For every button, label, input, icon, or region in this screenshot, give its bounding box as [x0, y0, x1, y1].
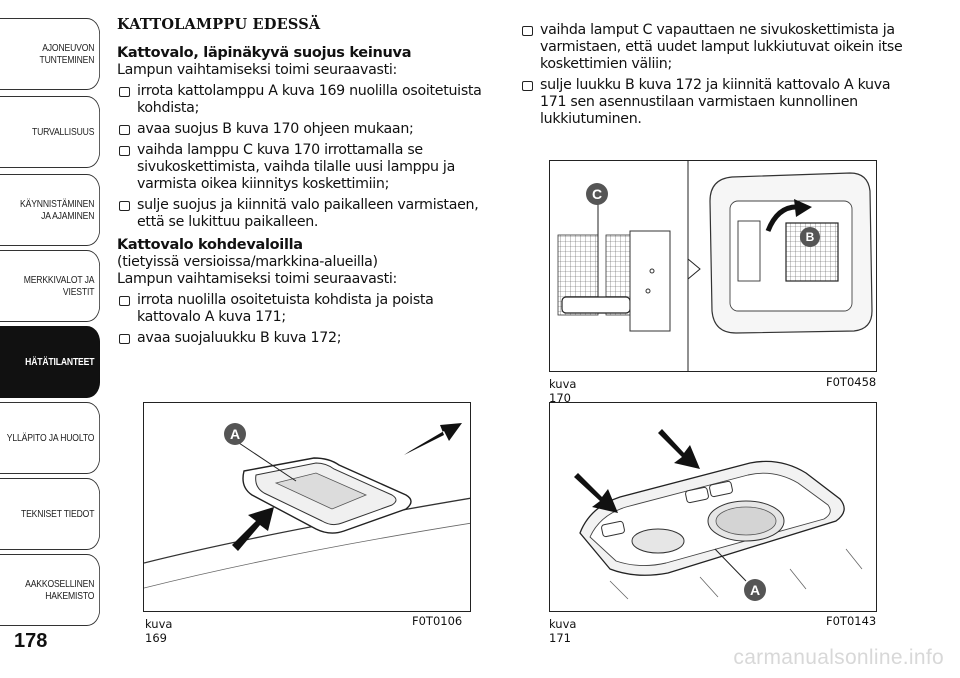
tab-label: AAKKOSELLINEN HAKEMISTO [25, 578, 95, 602]
ceiling-lamp-drawing [144, 423, 470, 589]
tab-label: MERKKIVALOT JA VIESTIT [23, 274, 95, 298]
figure-171-illustration: A [549, 402, 877, 612]
tab-yllapito[interactable]: YLLÄPITO JA HUOLTO [0, 402, 101, 474]
section2-subtitle: (tietyissä versioissa/markkina-alueilla) [117, 254, 378, 270]
list-item-text: avaa suojus B kuva 170 ohjeen mukaan; [137, 121, 414, 137]
callout-a: A [744, 579, 766, 601]
checkbox-bullet-icon [119, 87, 130, 97]
section1-intro: Lampun vaihtamiseksi toimi seuraavasti: [117, 62, 397, 78]
tab-merkkivalot[interactable]: MERKKIVALOT JA VIESTIT [0, 250, 101, 322]
list-item-text: irrota kattolamppu A kuva 169 nuolilla o… [137, 83, 482, 116]
list-item: sulje suojus ja kiinnitä valo paikalleen… [117, 197, 492, 231]
watermark: carmanualsonline.info [733, 646, 944, 669]
tab-label: YLLÄPITO JA HUOLTO [6, 432, 95, 444]
list-item-text: sulje luukku B kuva 172 ja kiinnitä katt… [540, 77, 891, 127]
chapter-tabs: AJONEUVON TUNTEMINEN TURVALLISUUS KÄYNNI… [0, 0, 101, 630]
callout-a: A [224, 423, 246, 445]
list-item-text: sulje suojus ja kiinnitä valo paikalleen… [137, 197, 479, 230]
tab-turvallisuus[interactable]: TURVALLISUUS [0, 96, 101, 168]
section1-title: Kattovalo, läpinäkyvä suojus keinuva [117, 45, 412, 61]
list-item-text: avaa suojaluukku B kuva 172; [137, 330, 342, 346]
spotlight-lamp-drawing [574, 429, 863, 600]
figure-code: F0T0143 [826, 614, 877, 628]
tab-label: AJONEUVON TUNTEMINEN [39, 42, 95, 66]
list-item-text: vaihda lamput C vapauttaen ne sivukosket… [540, 22, 903, 72]
lamp-cover-drawing [557, 161, 873, 371]
tab-hakemisto[interactable]: AAKKOSELLINEN HAKEMISTO [0, 554, 101, 626]
figure-170-illustration: C B [549, 160, 877, 372]
tab-kaynnistaminen[interactable]: KÄYNNISTÄMINEN JA AJAMINEN [0, 174, 101, 246]
left-text-column: KATTOLAMPPU EDESSÄ Kattovalo, läpinäkyvä… [117, 16, 492, 347]
tab-ajoneuvon-tunteminen[interactable]: AJONEUVON TUNTEMINEN [0, 18, 101, 90]
figure-code: F0T0106 [412, 614, 463, 628]
section2-intro: Lampun vaihtamiseksi toimi seuraavasti: [117, 271, 397, 287]
tab-hatatilanteet[interactable]: HÄTÄTILANTEET [0, 326, 101, 398]
checkbox-bullet-icon [522, 26, 533, 36]
list-item-text: irrota nuolilla osoitetuista kohdista ja… [137, 292, 434, 325]
list-item: irrota nuolilla osoitetuista kohdista ja… [117, 292, 492, 326]
callout-b: B [800, 227, 820, 247]
checkbox-bullet-icon [119, 201, 130, 211]
list-item: vaihda lamput C vapauttaen ne sivukosket… [520, 22, 920, 73]
list-item: sulje luukku B kuva 172 ja kiinnitä katt… [520, 77, 920, 128]
tab-label: TEKNISET TIEDOT [20, 508, 95, 520]
tab-label: HÄTÄTILANTEET [25, 356, 95, 368]
checkbox-bullet-icon [119, 334, 130, 344]
figure-caption: kuva 171 [549, 617, 577, 645]
callout-c: C [586, 183, 608, 205]
right-text-column: vaihda lamput C vapauttaen ne sivukosket… [520, 22, 920, 128]
list-item-text: vaihda lamppu C kuva 170 irrottamalla se… [137, 142, 455, 192]
checkbox-bullet-icon [522, 81, 533, 91]
tab-tekniset-tiedot[interactable]: TEKNISET TIEDOT [0, 478, 101, 550]
checkbox-bullet-icon [119, 125, 130, 135]
figure-caption: kuva 170 [549, 377, 577, 405]
tab-label: KÄYNNISTÄMINEN JA AJAMINEN [20, 198, 95, 222]
checkbox-bullet-icon [119, 296, 130, 306]
checkbox-bullet-icon [119, 146, 130, 156]
list-item: avaa suojaluukku B kuva 172; [117, 330, 492, 347]
figure-caption: kuva 169 [145, 617, 173, 645]
figure-code: F0T0458 [826, 375, 877, 389]
figure-169-illustration: A [143, 402, 471, 612]
list-item: avaa suojus B kuva 170 ohjeen mukaan; [117, 121, 492, 138]
page-number: 178 [14, 630, 48, 652]
tab-label: TURVALLISUUS [31, 126, 95, 138]
list-item: vaihda lamppu C kuva 170 irrottamalla se… [117, 142, 492, 193]
section-heading: KATTOLAMPPU EDESSÄ [117, 16, 321, 33]
list-item: irrota kattolamppu A kuva 169 nuolilla o… [117, 83, 492, 117]
section2-title: Kattovalo kohdevaloilla [117, 237, 303, 253]
